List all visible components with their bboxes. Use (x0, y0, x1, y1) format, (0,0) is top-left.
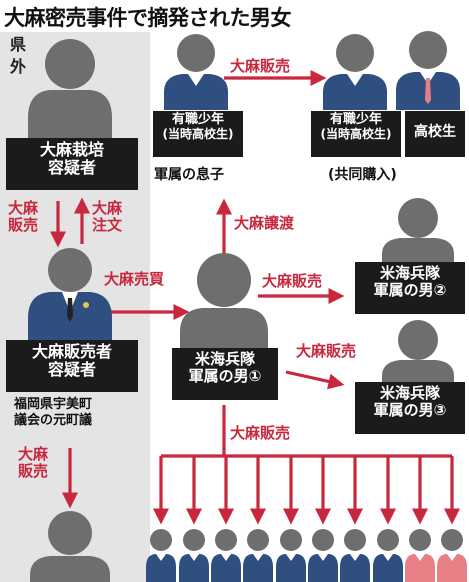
edge-label-line: 販売 (18, 462, 49, 480)
edge-label-line: 大麻 (18, 445, 49, 463)
person-suit-icon (28, 248, 112, 345)
marine-man-1-line2: 軍属の男① (188, 367, 262, 386)
youth-b-line2: (当時高校生) (320, 126, 392, 141)
marine-man-1-label: 米海兵隊 軍属の男① (172, 348, 278, 400)
marine-man-2-label: 米海兵隊 軍属の男② (355, 262, 465, 314)
edge-label-seller-sale-down: 大麻 販売 (18, 446, 48, 480)
edge-label-sale-man3: 大麻販売 (296, 342, 357, 360)
sales-suspect-label: 大麻販売者 容疑者 (6, 340, 138, 392)
edge-label-cultivator-sale: 大麻 販売 (8, 200, 38, 234)
cultivation-suspect-line2: 容疑者 (47, 158, 96, 178)
youth-a-line2: (当時高校生) (162, 126, 234, 141)
person-blue-icon (396, 31, 460, 110)
youth-a-line1: 有職少年 (171, 112, 224, 127)
person-blue-icon (146, 529, 176, 582)
high-school-student-label: 高校生 (405, 111, 465, 157)
marine-man-2-line1: 米海兵隊 (379, 264, 440, 282)
branch-arrows (153, 456, 460, 525)
edge-label-buy-sell: 大麻売買 (104, 270, 165, 288)
high-school-student-line1: 高校生 (414, 124, 456, 140)
edge-label-youth-sale: 大麻販売 (230, 57, 291, 75)
edge-label-line: 販売 (8, 216, 39, 234)
person-blue-icon (211, 529, 241, 582)
person-blue-icon (323, 34, 387, 110)
person-blue-icon (179, 529, 209, 582)
edge-label-sale-group: 大麻販売 (230, 424, 291, 442)
person-gray-icon (180, 253, 268, 350)
youth-b-label: 有職少年 (当時高校生) (311, 111, 401, 157)
page-title: 大麻密売事件で摘発された男女 (4, 6, 292, 30)
marine-man-3-line2: 軍属の男③ (373, 401, 447, 420)
marine-man-3-line1: 米海兵隊 (379, 384, 440, 402)
edge-label-line: 大麻 (8, 199, 39, 217)
edge-label-line: 注文 (92, 216, 123, 234)
bottom-people-row (146, 529, 467, 582)
marine-man-3-label: 米海兵隊 軍属の男③ (355, 382, 465, 434)
marine-man-1-line1: 米海兵隊 (194, 350, 255, 368)
edge-label-sale-man2: 大麻販売 (262, 272, 323, 290)
youth-b-line1: 有職少年 (329, 112, 382, 127)
person-gray-icon (382, 198, 454, 262)
person-gray-icon (30, 511, 110, 582)
sales-suspect-note: 福岡県宇美町 議会の元町議 (14, 397, 92, 429)
joint-purchase-note: (共同購入) (328, 167, 397, 183)
cultivation-suspect-line1: 大麻栽培 (39, 140, 104, 159)
arrow-man1-to-man3 (285, 370, 345, 390)
person-pink-icon (437, 529, 467, 582)
person-blue-icon (308, 529, 338, 582)
edge-label-order: 大麻 注文 (92, 200, 122, 234)
edge-label-line: 大麻 (92, 199, 123, 217)
prefecture-tag: 県外 (6, 34, 30, 86)
cultivation-suspect-label: 大麻栽培 容疑者 (6, 138, 138, 190)
sales-suspect-line1: 大麻販売者 (31, 342, 112, 361)
sales-suspect-line2: 容疑者 (47, 360, 96, 380)
person-gray-icon (28, 39, 112, 140)
edge-label-transfer: 大麻譲渡 (234, 214, 295, 232)
person-blue-icon (164, 34, 228, 110)
youth-a-label: 有職少年 (当時高校生) (153, 111, 243, 157)
youth-a-note: 軍属の息子 (154, 167, 224, 183)
prefecture-tag-text: 県外 (9, 35, 26, 76)
person-blue-icon (276, 529, 306, 582)
sales-suspect-note-line1: 福岡県宇美町 (14, 397, 93, 412)
person-gray-icon (382, 320, 454, 384)
person-blue-icon (243, 529, 273, 582)
person-blue-icon (340, 529, 370, 582)
sales-suspect-note-line2: 議会の元町議 (14, 413, 93, 428)
relation-arrows (50, 70, 452, 509)
person-blue-icon (373, 529, 403, 582)
marine-man-2-line2: 軍属の男② (373, 281, 447, 300)
person-pink-icon (405, 529, 435, 582)
